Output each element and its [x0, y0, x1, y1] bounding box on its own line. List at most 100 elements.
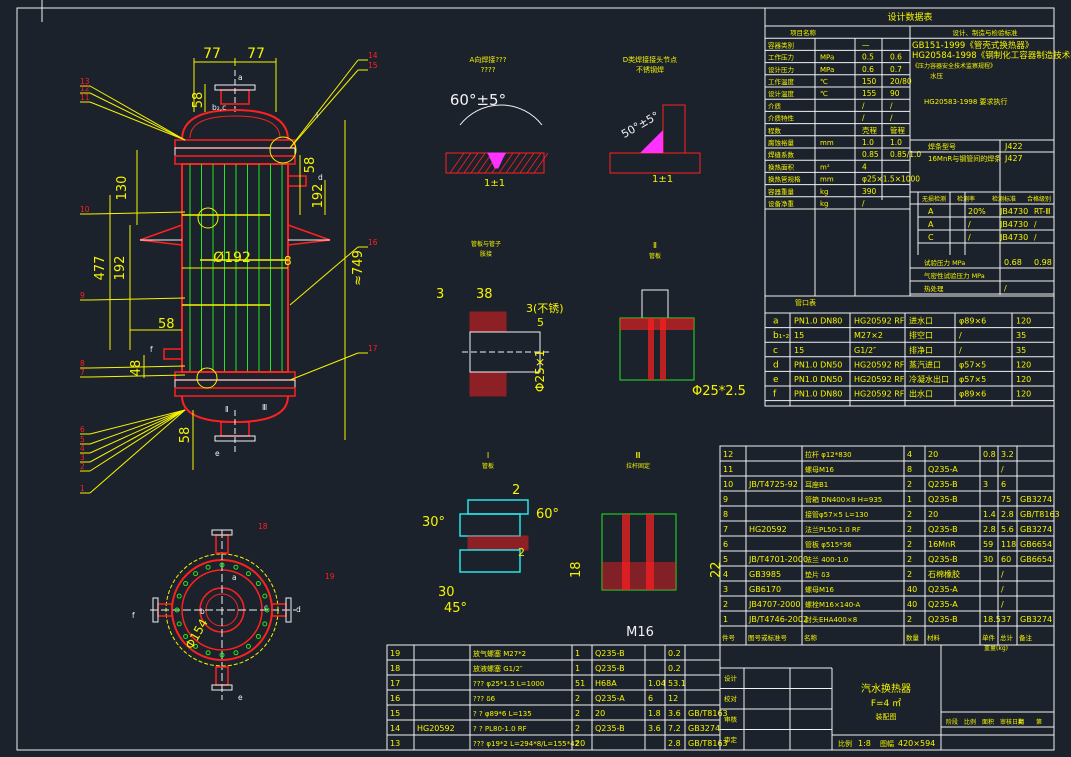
ndt-cell: JB4730	[999, 233, 1028, 242]
nozzle-cell: PN1.0 DN50	[794, 360, 842, 369]
bom-cell: Q235-B	[928, 495, 958, 504]
bom-cell: JB/T4746-2002	[748, 615, 808, 624]
bom-cell: ? ? φ89*6 L=135	[473, 710, 532, 718]
leader-line	[89, 374, 186, 378]
bom-cell: 2	[723, 600, 728, 609]
bom-cell: GB6654	[1020, 540, 1052, 549]
design-row-value: —	[862, 40, 870, 49]
leader-line	[89, 211, 186, 215]
bom-cell: 2.8	[983, 525, 996, 534]
bom-cell: 14	[390, 724, 400, 733]
design-row-label: 设计压力	[768, 65, 794, 74]
bom-cell: 2	[907, 555, 912, 564]
bom-cell: 18.5	[983, 615, 1001, 624]
design-row-label: 工作温度	[768, 77, 795, 86]
weld-d-gap: 1±1	[652, 174, 673, 185]
ndt-cell: JB4730	[999, 220, 1028, 229]
hatch-line	[456, 152, 472, 174]
bom-cell: 2	[575, 694, 580, 703]
bolt-hole	[255, 581, 261, 587]
design-table-grid: 项目名称设计、制造与检验标准GB151-1999《管壳式换热器》HG20584-…	[765, 26, 1071, 296]
bom-cell: 4	[723, 570, 728, 579]
nozzle-cell: 120	[1016, 317, 1031, 326]
tube-sheet-detail: 管板与管子 胀接 3 38 3(不锈) 5 Φ25×1	[436, 240, 564, 397]
bom-cell: 9	[723, 495, 728, 504]
bom-cell: 螺母M16	[805, 585, 834, 594]
detail-ii-dim: Φ25*2.5	[692, 384, 746, 399]
leader-label: 11	[80, 93, 90, 102]
bom-cell: 7.2	[668, 724, 681, 733]
leader-label: 9	[80, 291, 85, 300]
nozzle-cell: f	[773, 390, 777, 400]
bom-cell: 螺母M16	[805, 465, 834, 474]
ndt-cell: A	[928, 207, 934, 216]
design-row-value: 0.7	[890, 65, 902, 74]
bom-cell: 40	[907, 600, 917, 609]
nozzle-table-title: 管口表	[795, 298, 816, 307]
bom-cell: HG20592	[749, 525, 787, 534]
nozzle-cell: HG20592 RF	[854, 375, 905, 384]
bom-cell: 2	[907, 540, 912, 549]
bom-cell: Q235-A	[595, 694, 625, 703]
design-row-unit: MPa	[820, 54, 834, 62]
nozzle-cell: b₁-₂	[773, 331, 790, 341]
design-row-value: 管程	[890, 125, 905, 135]
design-row-label: 程数	[768, 126, 782, 135]
hatch-line	[470, 152, 486, 174]
tube-title: 管板与管子	[471, 240, 501, 248]
plan-label: f	[132, 611, 135, 620]
detail-ii: Ⅱ 管板 Φ25*2.5	[619, 241, 746, 399]
plan-label: c	[264, 603, 268, 612]
nozzle-label: Ⅱ	[225, 405, 229, 414]
bom-cell: 15	[390, 709, 400, 718]
design-col-header: 项目名称	[790, 28, 817, 37]
leader-line	[89, 365, 186, 369]
dim-192: 192	[113, 256, 128, 281]
bom-cell: 管箱 DN400×8 H=935	[805, 495, 882, 504]
leader-line	[289, 246, 359, 306]
nozzle-label: f	[150, 345, 153, 354]
leader-line	[89, 85, 186, 141]
bom-cell: 8	[723, 510, 728, 519]
bom-cell: 1.04	[648, 679, 666, 688]
bom-cell: 37	[1001, 615, 1011, 624]
dim-58b: 58	[158, 317, 175, 332]
leader-label: 13	[80, 77, 90, 86]
bom-cell: /	[1001, 585, 1004, 594]
detail-i-45: 45°	[444, 601, 467, 616]
bom-cell: 封头EHA400×8	[805, 615, 857, 624]
dim-192b: 192	[311, 184, 326, 209]
bom-header: 总计	[1000, 633, 1014, 642]
bom-cell: 法兰 400-1.0	[805, 555, 848, 564]
leader-label: 17	[368, 344, 378, 353]
bom-cell: 耳座B1	[805, 480, 828, 489]
bom-cell: ??? δ6	[473, 695, 496, 703]
bom-cell: 1	[723, 615, 728, 624]
bom-cell: 3.6	[648, 724, 661, 733]
design-standard: GB151-1999《管壳式换热器》	[912, 40, 1033, 51]
test-label: 试验压力 MPa	[924, 258, 965, 267]
detail-i: Ⅰ 管板 30° 60° 2 2 30 45°	[422, 451, 559, 616]
bom-cell: 17	[390, 679, 400, 688]
dim-130: 130	[115, 176, 130, 201]
stage-cell: 面积	[982, 718, 994, 726]
design-row-value: /	[890, 114, 893, 123]
bom-cell: 石棉橡胶	[928, 569, 960, 579]
leader-line	[89, 409, 186, 463]
bom-cell: 118	[1001, 540, 1016, 549]
bom-cell: 放气螺塞 M27*2	[473, 649, 526, 658]
bom-cell: 2	[575, 724, 580, 733]
dim-58d: 58	[303, 157, 318, 174]
design-standard: 《压力容器安全技术监察规程》	[912, 62, 996, 70]
bom-cell: GB3274	[1020, 525, 1052, 534]
bom-cell: GB6654	[1020, 555, 1052, 564]
detail-i-30b: 30	[438, 585, 455, 600]
dim-48: 48	[129, 360, 144, 377]
test-label: 气密性试验压力 MPa	[924, 271, 985, 280]
bom-cell: /	[1001, 600, 1004, 609]
ndt-cell: JB4730	[999, 207, 1028, 216]
nozzle-cell: 15	[794, 346, 804, 355]
design-row-value: 0.85	[862, 150, 879, 159]
dim-749: ≈749	[351, 250, 366, 286]
